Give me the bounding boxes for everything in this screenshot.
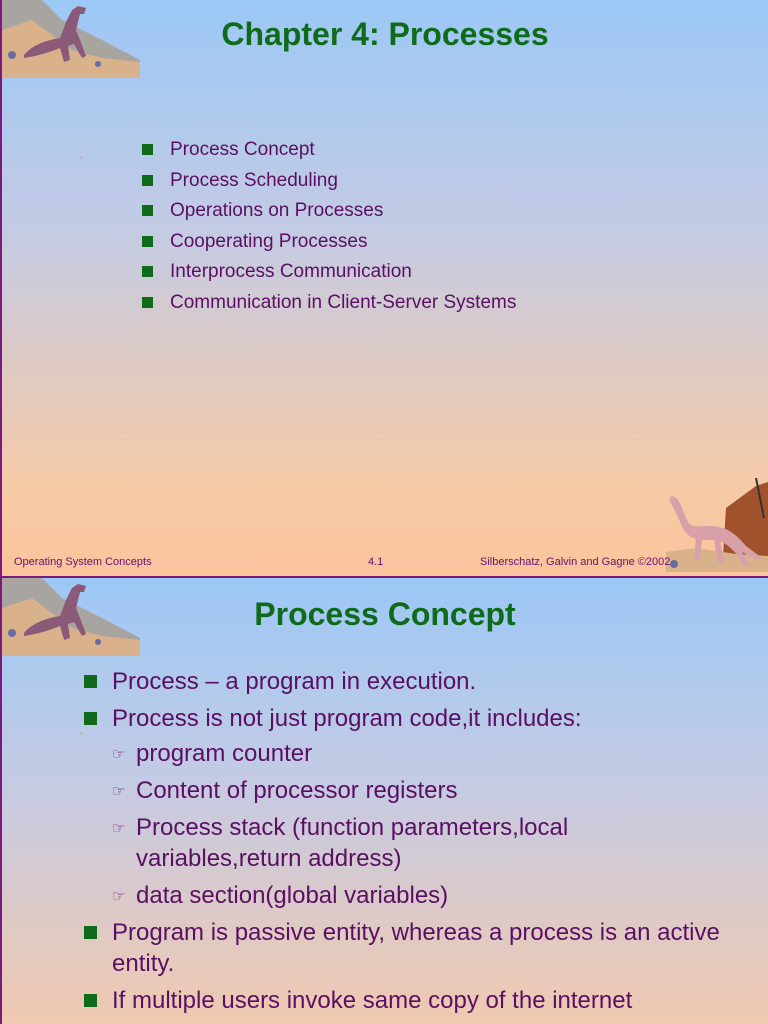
topic-list: Process Concept Process Scheduling Opera… [142,137,516,320]
list-item: Communication in Client-Server Systems [142,290,516,321]
slide-title: Process Concept [254,596,516,632]
bullet-square-icon [142,144,153,155]
list-item: Cooperating Processes [142,229,516,260]
footer-authors: Silberschatz, Galvin and Gagne ©2002 [480,556,671,568]
bullet-square-icon [142,266,153,277]
stray-dot [80,156,83,159]
sub-list: ☞program counter ☞Content of processor r… [112,738,724,911]
bullet-square-icon [142,296,153,308]
bullet-square-icon [84,675,97,688]
bullet-square-icon [142,174,153,186]
slide-1: Chapter 4: Processes Process Concept Pro… [0,0,768,576]
bullet-square-icon [142,205,153,216]
dinosaur-icon [666,478,768,572]
list-item: Program is passive entity, whereas a pro… [84,917,724,979]
sub-list-item: ☞data section(global variables) [112,880,724,911]
bullet-square-icon [84,926,97,939]
list-item: Process – a program in execution. [84,666,724,697]
list-item: If multiple users invoke same copy of th… [84,985,724,1016]
footer-page-number: 4.1 [368,556,384,568]
dinosaur-icon [2,578,140,656]
stray-dot [80,732,83,735]
pointing-hand-icon: ☞ [112,746,126,763]
sub-list-item: ☞program counter [112,738,724,769]
list-item: Process Scheduling [142,168,516,199]
sub-list-item: ☞Process stack (function parameters,loca… [112,814,569,872]
bullet-square-icon [142,235,153,247]
list-item: Process Concept [142,137,516,168]
slide-2: Process Concept Process – a program in e… [0,576,768,1024]
pointing-hand-icon: ☞ [112,888,126,905]
bullet-square-icon [84,712,97,725]
list-item: Interprocess Communication [142,259,516,290]
pointing-hand-icon: ☞ [112,783,126,800]
concept-list: Process – a program in execution. Proces… [84,666,724,1022]
sub-list-item: ☞Content of processor registers [112,775,724,806]
footer-course: Operating System Concepts [14,556,152,568]
list-item: Operations on Processes [142,198,516,229]
bullet-square-icon [84,994,97,1007]
pointing-hand-icon: ☞ [112,820,126,837]
list-item: Process is not just program code,it incl… [84,703,724,911]
slide-title: Chapter 4: Processes [221,16,549,52]
dinosaur-icon [2,0,140,78]
